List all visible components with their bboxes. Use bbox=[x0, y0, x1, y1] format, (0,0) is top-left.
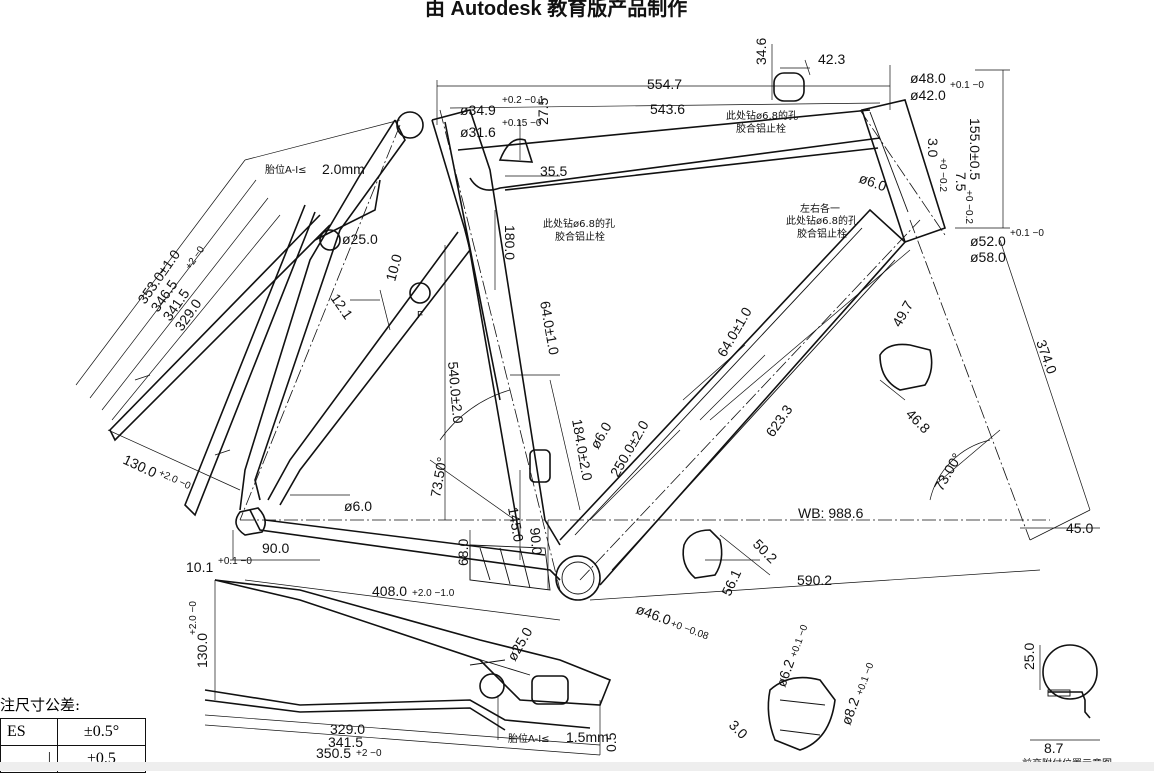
dim-10-1: 10.1 bbox=[186, 559, 213, 575]
dim-623: 623.3 bbox=[762, 402, 795, 440]
dim-46-bb: ø46.0 bbox=[634, 601, 673, 628]
dim-6-0-tt: ø6.0 bbox=[857, 170, 889, 195]
dim-8-7: 8.7 bbox=[1044, 740, 1064, 756]
dim-31-6: ø31.6 bbox=[460, 124, 496, 140]
detail-dropout-insert bbox=[767, 676, 836, 751]
dim-35-5: 35.5 bbox=[540, 163, 567, 179]
dim-45: 45.0 bbox=[1066, 520, 1093, 536]
dim-10: 10.0 bbox=[382, 252, 405, 283]
tol-label: ES bbox=[0, 718, 58, 746]
dim-341-5-cs: 341.5 bbox=[328, 734, 363, 750]
dimension-lines bbox=[75, 44, 1100, 756]
dim-554-7: 554.7 bbox=[647, 76, 682, 92]
dim-42: ø42.0 bbox=[910, 87, 946, 103]
dim-408-tol: +2.0 −1.0 bbox=[412, 588, 455, 599]
chainstay-side-view bbox=[204, 579, 612, 731]
detail-section-right bbox=[682, 343, 933, 579]
dim-1-5: 1.5mm bbox=[566, 729, 609, 745]
dim-540: 540.0±2.0 bbox=[445, 361, 466, 425]
note-drill-mid-2: 胶合铝止栓 bbox=[555, 230, 605, 243]
dim-27-5: 27.5 bbox=[535, 98, 551, 125]
dim-329-cs: 329.0 bbox=[330, 721, 365, 737]
dim-42-3: 42.3 bbox=[818, 51, 845, 67]
dim-48: ø48.0 bbox=[910, 70, 946, 86]
note-tire-top: 胎位A-I≤ bbox=[265, 163, 307, 176]
dim-49-7: 49.7 bbox=[889, 298, 917, 330]
dim-350-5-cs: 350.5 bbox=[316, 745, 351, 761]
dim-73-00-right: 73.00° bbox=[931, 450, 965, 493]
dim-58: ø58.0 bbox=[970, 249, 1006, 265]
table-row: ES ±0.5° bbox=[0, 718, 146, 746]
detail-front-derailleur bbox=[1042, 644, 1098, 719]
dim-10-1-tol: +0.1 −0 bbox=[218, 556, 252, 567]
dim-350-5-cs-tol: +2 −0 bbox=[356, 748, 382, 759]
dim-46-8: 46.8 bbox=[903, 406, 934, 437]
dim-34-9-tol: +0.2 −0.1 bbox=[502, 95, 545, 106]
dim-31-6-tol: +0.15 −0 bbox=[502, 118, 542, 129]
note-drill-right-0: 左右各一 bbox=[800, 202, 840, 215]
seatstay-side-view bbox=[109, 204, 331, 517]
dim-8-2-tol: +0.1 −0 bbox=[854, 661, 876, 697]
tol-value: ±0.5° bbox=[57, 718, 146, 746]
dim-543-6: 543.6 bbox=[650, 101, 685, 117]
dim-130-tol: +2.0 −0 bbox=[157, 468, 193, 492]
viewer-bottom-strip bbox=[0, 762, 1154, 771]
dim-42-tol: +0.1 −0 bbox=[950, 80, 984, 91]
dim-145: 145.0 bbox=[505, 506, 527, 543]
dim-73-50-left: 73.50° bbox=[427, 456, 450, 499]
center-lines bbox=[239, 109, 1050, 591]
note-drill-top: 此处钻ø6.8的孔 bbox=[726, 109, 798, 122]
note-drill-mid: 此处钻ø6.8的孔 bbox=[543, 217, 615, 230]
dim-25-cs: ø25.0 bbox=[504, 624, 536, 663]
note-drill-right-2: 胶合铝止栓 bbox=[797, 227, 847, 240]
dim-155: 155.0±0.5 bbox=[967, 118, 983, 180]
dim-130-cs: 130.0 bbox=[194, 633, 210, 668]
dim-3-0: 3.0 bbox=[925, 138, 941, 158]
dim-50-2: 50.2 bbox=[750, 536, 781, 567]
dim-34-9: ø34.9 bbox=[460, 102, 496, 118]
dim-64-left: 64.0±1.0 bbox=[537, 300, 562, 357]
note-drill-top-2: 胶合铝止栓 bbox=[736, 122, 786, 135]
notes: 胎位A-I≤ 胎位A-I≤ 此处钻ø6.8的孔 胶合铝止栓 此处钻ø6.8的孔 … bbox=[265, 109, 1112, 770]
dim-8-2: ø8.2 bbox=[838, 695, 863, 727]
dim-130: 130.0 bbox=[121, 451, 160, 480]
dim-184: 184.0±2.0 bbox=[569, 418, 596, 482]
note-tire-bottom: 胎位A-I≤ bbox=[508, 732, 550, 745]
dim-12-1: 12.1 bbox=[328, 291, 357, 323]
dim-25-top: ø25.0 bbox=[342, 231, 378, 247]
dim-7-5: 7.5 bbox=[953, 172, 969, 192]
tolerance-title: 注尺寸公差: bbox=[0, 696, 81, 714]
dim-408: 408.0 bbox=[372, 583, 407, 599]
dim-7-5-tol: +0 −0.2 bbox=[963, 190, 974, 224]
dim-56-1: 56.1 bbox=[718, 567, 744, 599]
dim-0-5: 0.5 bbox=[603, 732, 619, 752]
dim-2-0: 2.0mm bbox=[322, 161, 365, 177]
dim-90: 90.0 bbox=[262, 540, 289, 556]
dim-46-bb-tol: +0 −0.08 bbox=[669, 618, 710, 642]
dim-590: 590.2 bbox=[797, 572, 832, 588]
dim-34-6: 34.6 bbox=[753, 38, 769, 65]
dim-180: 180.0 bbox=[502, 225, 518, 260]
dim-6-0-low: ø6.0 bbox=[344, 498, 372, 514]
dim-6-0-mid: ø6.0 bbox=[587, 419, 615, 451]
note-drill-right: 此处钻ø6.8的孔 bbox=[786, 214, 858, 227]
dim-130-cs-tol: +2.0 −0 bbox=[188, 601, 199, 635]
dim-52-tol: +0.1 −0 bbox=[1010, 228, 1044, 239]
dim-6-2-tol: +0.1 −0 bbox=[788, 623, 810, 659]
dim-374: 374.0 bbox=[1033, 338, 1060, 377]
wheelbase: WB: 988.6 bbox=[798, 505, 864, 521]
dim-3-0-tol: +0 −0.2 bbox=[937, 158, 948, 192]
dim-68: 68.0 bbox=[455, 539, 471, 566]
dim-25-fd: 25.0 bbox=[1021, 643, 1037, 670]
dim-64-right: 64.0±1.0 bbox=[714, 304, 755, 359]
header-title: 由 Autodesk 教育版产品制作 bbox=[425, 0, 687, 20]
dim-6-2: ø6.2 bbox=[773, 657, 798, 689]
dim-f: F bbox=[417, 310, 423, 321]
dim-52: ø52.0 bbox=[970, 233, 1006, 249]
detail-section-top bbox=[498, 72, 805, 163]
dim-3-0-bot: 3.0 bbox=[726, 717, 751, 742]
dim-90-bb: 90.0 bbox=[527, 527, 545, 556]
